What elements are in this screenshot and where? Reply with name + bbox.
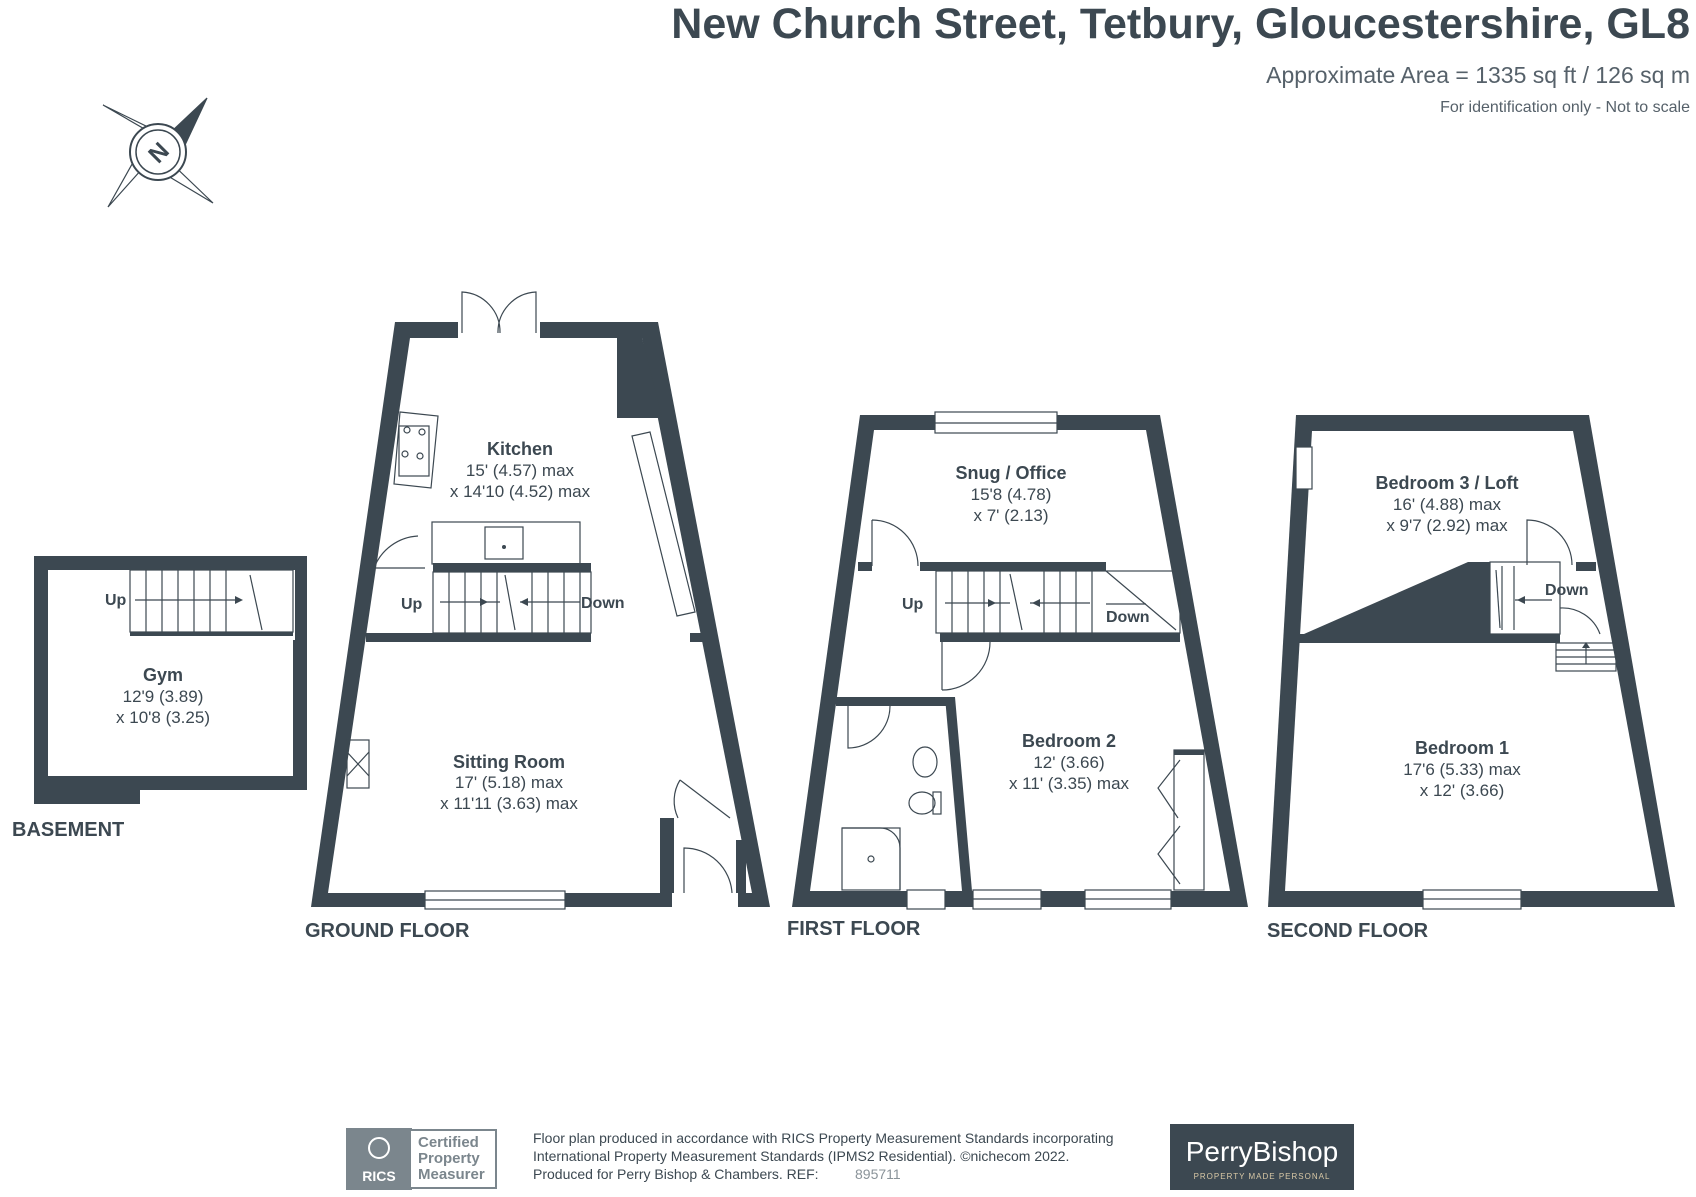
disclaimer-note: For identification only - Not to scale (1440, 99, 1690, 116)
toilet-icon (908, 791, 936, 815)
floor-label-second: SECOND FLOOR (1267, 920, 1429, 942)
room-bedroom3-dim2: x 9'7 (2.92) max (1386, 516, 1508, 535)
badge-line-1: Certified (418, 1134, 479, 1151)
room-sitting-room-name: Sitting Room (453, 752, 565, 772)
room-bedroom2-dim1: 12' (3.66) (1033, 753, 1104, 772)
badge-line-3: Measurer (418, 1166, 485, 1183)
room-bedroom1-dim2: x 12' (3.66) (1420, 781, 1505, 800)
rics-logo-text: RICS (362, 1168, 395, 1184)
room-bedroom2-name: Bedroom 2 (1022, 731, 1116, 751)
second-stairs (1489, 561, 1617, 672)
room-snug-name: Snug / Office (955, 463, 1066, 483)
room-bedroom3-name: Bedroom 3 / Loft (1376, 473, 1519, 493)
room-kitchen-name: Kitchen (487, 439, 553, 459)
certified-badge (409, 1129, 497, 1189)
ground-stairs-up-label: Up (401, 596, 423, 613)
kitchen-island (431, 521, 581, 565)
room-kitchen-dim1: 15' (4.57) max (466, 461, 575, 480)
room-gym-dim1: 12'9 (3.89) (123, 687, 204, 706)
second-stairs-down-label: Down (1545, 582, 1589, 599)
badge-line-2: Property (418, 1150, 480, 1167)
room-bedroom1-dim1: 17'6 (5.33) max (1403, 760, 1521, 779)
approximate-area: Approximate Area = 1335 sq ft / 126 sq m (1266, 62, 1690, 88)
brand-name: PerryBishop (1186, 1136, 1339, 1167)
brand-tagline: PROPERTY MADE PERSONAL (1194, 1172, 1331, 1181)
first-stairs-up-label: Up (902, 596, 924, 613)
footer-line-2: International Property Measurement Stand… (533, 1148, 1069, 1164)
footer-line-1: Floor plan produced in accordance with R… (533, 1130, 1114, 1146)
footer-ref-number: 895711 (855, 1166, 901, 1182)
footer: RICS Certified Property Measurer Floor p… (346, 1124, 1354, 1190)
floor-label-basement: BASEMENT (12, 819, 124, 841)
room-snug-dim2: x 7' (2.13) (973, 506, 1048, 525)
room-gym-name: Gym (143, 665, 183, 685)
footer-line-3: Produced for Perry Bishop & Chambers. RE… (533, 1166, 819, 1182)
ground-stairs-down-label: Down (581, 595, 625, 612)
room-bedroom1-name: Bedroom 1 (1415, 738, 1509, 758)
floor-label-ground: GROUND FLOOR (305, 920, 470, 942)
basement-plan: Up Gym 12'9 (3.89) x 10'8 (3.25) BASEMEN… (12, 556, 307, 841)
room-kitchen-dim2: x 14'10 (4.52) max (450, 482, 591, 501)
hob-icon (393, 411, 439, 489)
ground-floor-plan: Up Down Kitchen (305, 291, 770, 942)
first-stairs-down-label: Down (1106, 609, 1150, 626)
first-floor-plan: Up Down Snug / Office 15'8 (4.78) x 7' (… (787, 411, 1248, 940)
basement-stairs-up-label: Up (105, 592, 127, 609)
room-sitting-room-dim1: 17' (5.18) max (455, 773, 564, 792)
basin-icon (912, 746, 938, 778)
room-snug-dim1: 15'8 (4.78) (971, 485, 1052, 504)
perry-bishop-logo (1170, 1124, 1354, 1190)
page-title: New Church Street, Tetbury, Gloucestersh… (671, 0, 1690, 48)
worktop (631, 431, 696, 617)
room-bedroom3-dim1: 16' (4.88) max (1393, 495, 1502, 514)
fireplace (346, 739, 370, 789)
ground-stairs (432, 563, 592, 634)
first-stairs (935, 570, 1181, 634)
sink-icon (484, 526, 524, 560)
second-floor-plan: Down Bedroom 3 / Loft 16' (4.88) max x 9… (1267, 415, 1675, 942)
compass-icon: N (102, 97, 214, 208)
room-bedroom2-dim2: x 11' (3.35) max (1009, 774, 1130, 793)
room-gym-dim2: x 10'8 (3.25) (116, 708, 210, 727)
floor-label-first: FIRST FLOOR (787, 918, 921, 940)
basement-stairs (129, 569, 294, 636)
room-sitting-room-dim2: x 11'11 (3.63) max (440, 794, 578, 813)
